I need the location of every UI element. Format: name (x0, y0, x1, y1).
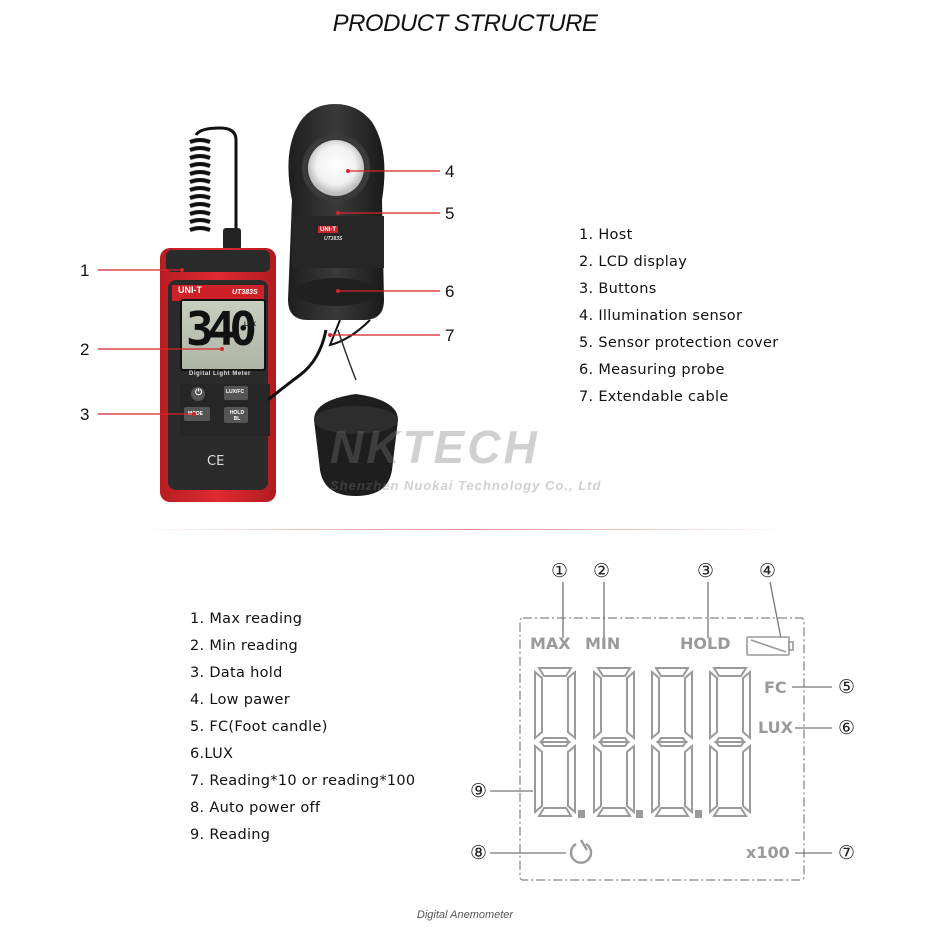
lux-fc-button[interactable]: LUX/FC (226, 389, 245, 395)
marker-9: ⑨ (470, 780, 488, 802)
callout-4: 4 (445, 162, 455, 181)
list-item: 6. Measuring probe (579, 362, 725, 378)
marker-3: ③ (697, 560, 715, 582)
sensor-brand: UNI-T (320, 227, 336, 233)
digit-4-segment (742, 743, 751, 815)
device-illustration (160, 104, 398, 502)
device-caption: Digital Light Meter (189, 371, 251, 377)
list-item: 5. Sensor protection cover (579, 335, 779, 351)
section-divider (140, 529, 790, 530)
auto-power-off-icon (569, 839, 593, 864)
power-icon[interactable]: ⏻ (195, 388, 203, 398)
ce-mark: CE (207, 454, 225, 469)
list-item: 4. Low pawer (190, 692, 291, 708)
image-caption: Digital Anemometer (416, 909, 514, 921)
marker-2: ② (593, 560, 611, 582)
digit-4-segment (709, 669, 718, 741)
list-item: 4. Illumination sensor (579, 308, 743, 324)
list-item: 1. Host (579, 227, 633, 243)
digit-2-segment (596, 667, 632, 677)
list-item: 7. Extendable cable (579, 389, 729, 405)
hold-bl-button[interactable]: HOLD BL (229, 410, 245, 422)
marker-7: ⑦ (838, 842, 856, 864)
digit-3-segment (656, 737, 688, 747)
list-item: 3. Buttons (579, 281, 657, 297)
digit-1-segment (534, 743, 543, 815)
brand-logo: UNI-T (178, 285, 202, 295)
list-item: 5. FC(Foot candle) (190, 719, 328, 735)
marker-8: ⑧ (470, 842, 488, 864)
digit-1-segment (567, 669, 576, 741)
digit-4-segment (709, 743, 718, 815)
digit-3-segment (651, 743, 660, 815)
lcd-unit: LUX (244, 322, 256, 328)
digit-1-segment (534, 669, 543, 741)
callout-6: 6 (445, 282, 455, 301)
sensor-model: UT383S (324, 236, 343, 242)
lcd-reading: 340 (186, 302, 257, 356)
digit-1-segment (537, 667, 573, 677)
marker-4: ④ (759, 560, 777, 582)
watermark-brand: NKTECH (330, 421, 540, 473)
lcd-fc-label: FC (764, 678, 787, 697)
sensor-head (288, 104, 385, 347)
digit-3-segment (684, 743, 693, 815)
page-title: PRODUCT STRUCTURE (332, 10, 598, 37)
list-item: 7. Reading*10 or reading*100 (190, 773, 416, 789)
callout-3: 3 (80, 405, 90, 424)
digit-3-segment (654, 667, 690, 677)
list-item: 9. Reading (190, 827, 271, 843)
digit-1-segment (567, 743, 576, 815)
marker-1: ① (551, 560, 569, 582)
top-parts-list: 1. Host 2. LCD display 3. Buttons 4. Ill… (579, 222, 779, 411)
callout-5: 5 (445, 204, 455, 223)
marker-5: ⑤ (838, 676, 856, 698)
list-item: 6.LUX (190, 746, 234, 762)
digit-4-segment (712, 807, 748, 817)
digit-1-segment (539, 737, 571, 747)
marker-6: ⑥ (838, 717, 856, 739)
digit-2-segment (626, 669, 635, 741)
digit-2-segment (596, 807, 632, 817)
lcd-lux-label: LUX (758, 718, 793, 737)
lcd-hold-label: HOLD (680, 634, 731, 653)
coiled-cable (189, 126, 241, 250)
lcd-diagram (490, 581, 832, 881)
digit-2-segment (626, 743, 635, 815)
reading-digits (534, 667, 751, 817)
digit-4-segment (714, 737, 746, 747)
digit-1-segment (537, 807, 573, 817)
list-item: 8. Auto power off (190, 800, 321, 816)
lcd-min-label: MIN (585, 634, 621, 653)
list-item: 2. Min reading (190, 638, 299, 654)
model-label: UT383S (232, 289, 258, 296)
callout-lines (98, 169, 440, 416)
digit-2-segment (598, 737, 630, 747)
callout-7: 7 (445, 326, 455, 345)
digit-2-segment (593, 743, 602, 815)
digit-4-segment (712, 667, 748, 677)
lcd-symbols-list: 1. Max reading 2. Min reading 3. Data ho… (190, 606, 415, 849)
digit-4-segment (742, 669, 751, 741)
digit-3-segment (654, 807, 690, 817)
list-item: 2. LCD display (579, 254, 688, 270)
list-item: 1. Max reading (190, 611, 303, 627)
list-item: 3. Data hold (190, 665, 283, 681)
callout-1: 1 (80, 261, 90, 280)
digit-3-segment (684, 669, 693, 741)
battery-icon (746, 636, 794, 656)
cable-and-cover (267, 329, 398, 496)
digit-3-segment (651, 669, 660, 741)
callout-2: 2 (80, 340, 90, 359)
meter-host (160, 248, 276, 502)
lcd-max-label: MAX (530, 634, 571, 653)
watermark-company: Shenzhen Nuokai Technology Co., Ltd (330, 478, 602, 493)
lcd-x100-label: x100 (746, 843, 790, 862)
digit-2-segment (593, 669, 602, 741)
